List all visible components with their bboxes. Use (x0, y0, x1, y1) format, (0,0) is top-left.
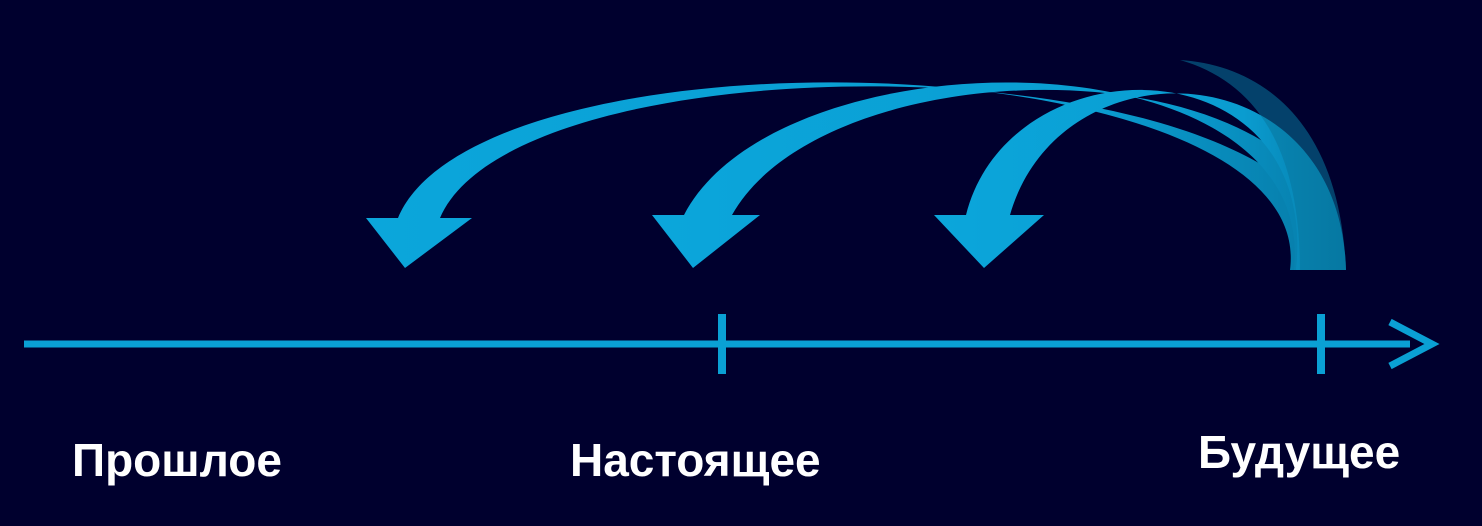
label-future: Будущее (1198, 426, 1401, 478)
label-past: Прошлое (72, 434, 282, 486)
timeline-arrowhead (1388, 318, 1440, 370)
arrow-base-shade (1180, 60, 1346, 270)
arrow-future-to-midpoint (934, 89, 1346, 270)
arrow-future-to-present (652, 82, 1344, 270)
label-present: Настоящее (570, 434, 821, 486)
